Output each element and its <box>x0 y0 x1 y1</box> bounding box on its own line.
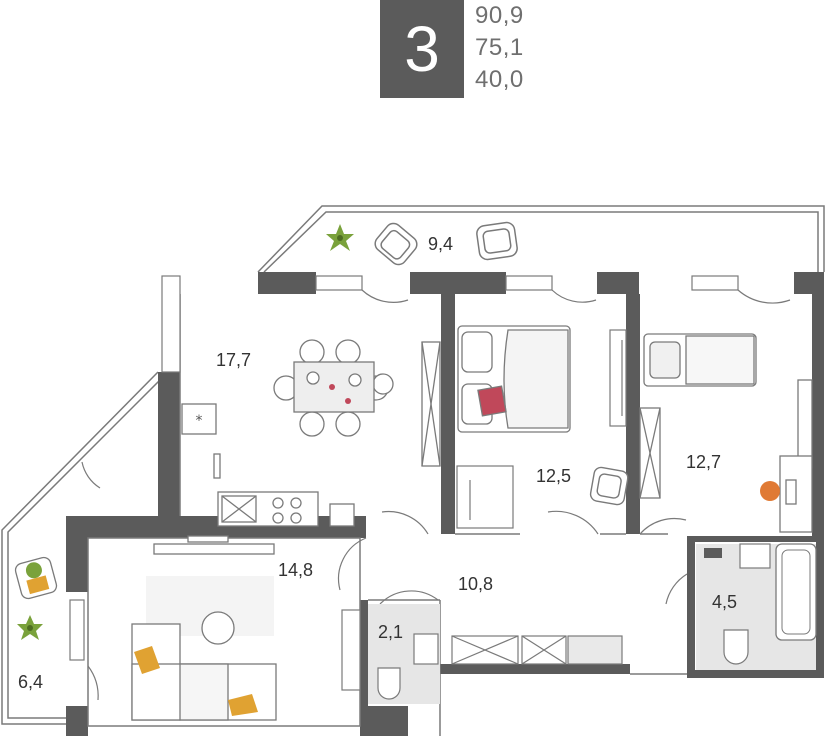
windows <box>69 275 739 661</box>
room-area-loggia: 6,4 <box>18 672 43 692</box>
living-furniture <box>131 535 277 721</box>
wardrobe <box>421 341 441 467</box>
loggia-outline <box>1 371 161 725</box>
doors <box>81 289 791 701</box>
hallway-wardrobe <box>341 609 623 691</box>
armchair-icon <box>374 222 418 266</box>
bedroom-wardrobe <box>456 465 514 529</box>
plant-icon <box>326 224 354 251</box>
double-bed <box>457 325 571 433</box>
total-area: 90,9 <box>475 2 524 29</box>
apartment-summary: 3 90,9 75,1 40,0 <box>380 0 580 98</box>
room-area-living-room: 14,8 <box>278 560 313 580</box>
balcony-furniture <box>326 221 518 266</box>
living-area: 75,1 <box>475 34 524 61</box>
room-area-balcony: 9,4 <box>428 234 453 254</box>
armchair-icon <box>589 466 629 506</box>
room-area-bathroom: 4,5 <box>712 592 737 612</box>
room-labels: 9,4 17,7 12,5 12,7 14,8 10,8 4,5 2,1 6,4 <box>18 234 737 692</box>
wc-fixtures <box>368 604 440 704</box>
loggia-furniture <box>14 556 58 640</box>
tv-stand <box>609 329 627 427</box>
dining-table <box>273 339 394 437</box>
room-area-bedroom-2: 12,7 <box>686 452 721 472</box>
room-area-bedroom-1: 12,5 <box>536 466 571 486</box>
room-area-hallway: 10,8 <box>458 574 493 594</box>
balcony-outline <box>257 205 825 273</box>
kitchen-area: 40,0 <box>475 66 524 93</box>
rooms-count-badge: 3 <box>380 0 464 98</box>
plant-icon <box>17 615 43 640</box>
walls <box>66 272 824 736</box>
armchair-icon <box>476 221 518 261</box>
svg-text:*: * <box>196 413 203 429</box>
armchair-icon <box>14 556 58 600</box>
kitchen-counter: * <box>181 403 355 527</box>
room-area-kitchen-living: 17,7 <box>216 350 251 370</box>
room-area-wc: 2,1 <box>378 622 403 642</box>
bedroom-2-wardrobe <box>639 379 813 499</box>
single-bed <box>643 333 757 387</box>
desk <box>760 455 813 533</box>
bathroom-fixtures <box>696 543 817 670</box>
